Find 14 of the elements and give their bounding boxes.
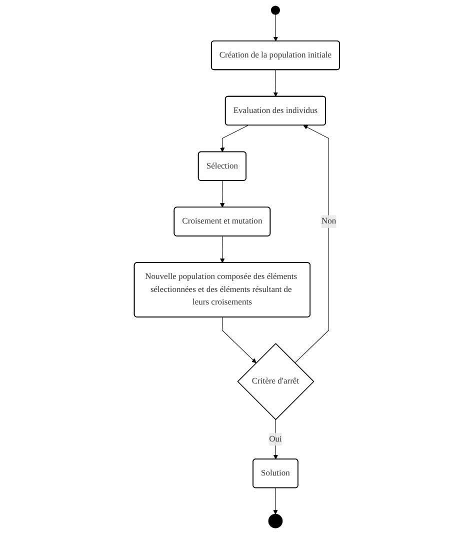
node-circle xyxy=(271,6,280,15)
arrow xyxy=(220,236,225,264)
arrow xyxy=(273,419,278,460)
arrow xyxy=(220,125,248,152)
arrow xyxy=(273,14,278,42)
node-diamond: Critère d'arrêt xyxy=(237,343,314,420)
arrow xyxy=(273,488,278,515)
arrow xyxy=(222,316,256,364)
arrow xyxy=(220,180,225,208)
edge-label: Oui xyxy=(269,434,282,444)
arrow xyxy=(294,125,330,364)
node-circle xyxy=(268,514,283,528)
edge-label: Non xyxy=(321,216,336,226)
arrow xyxy=(273,70,278,97)
